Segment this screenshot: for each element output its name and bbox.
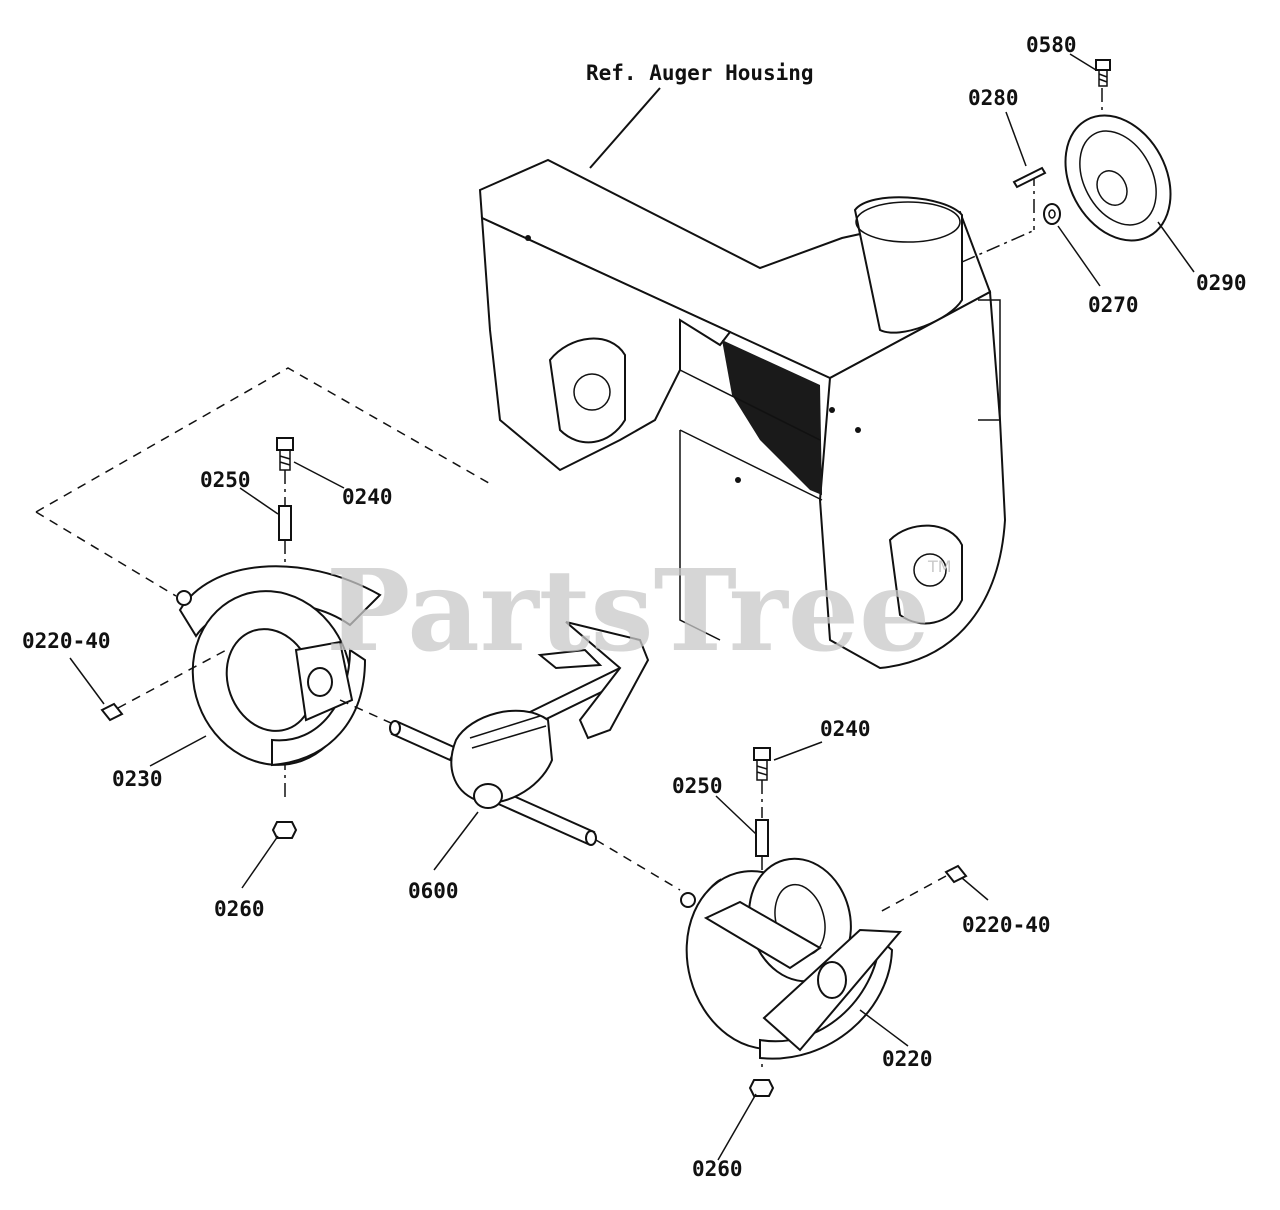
gearbox-shaft [389,621,650,846]
auger-housing [478,158,1007,670]
right-auger-dash-line [595,839,681,891]
callout-0250-right: 0250 [672,774,723,798]
callout-0220-40-right: 0220-40 [962,913,1051,937]
pulley-assembly [961,59,1172,263]
callout-leaders [69,53,1195,1161]
callout-0290: 0290 [1196,271,1247,295]
right-auger [680,747,968,1097]
callout-0250-left: 0250 [200,468,251,492]
housing-label: Ref. Auger Housing [586,61,814,85]
callout-labels: 0580 0280 0290 0270 0250 0240 0220-40 02… [22,33,1247,1181]
callout-0220: 0220 [882,1047,933,1071]
housing-leader-line [589,87,661,169]
callout-0220-40-left: 0220-40 [22,629,111,653]
callout-0240-right: 0240 [820,717,871,741]
callout-0240-left: 0240 [342,485,393,509]
callout-0260-right: 0260 [692,1157,743,1181]
callout-0600: 0600 [408,879,459,903]
left-auger [35,367,495,839]
callout-0580: 0580 [1026,33,1077,57]
callout-0260-left: 0260 [214,897,265,921]
watermark-trademark: TM [927,557,952,576]
callout-0230: 0230 [112,767,163,791]
watermark: PartsTree [326,546,930,677]
callout-0270: 0270 [1088,293,1139,317]
callout-0280: 0280 [968,86,1019,110]
